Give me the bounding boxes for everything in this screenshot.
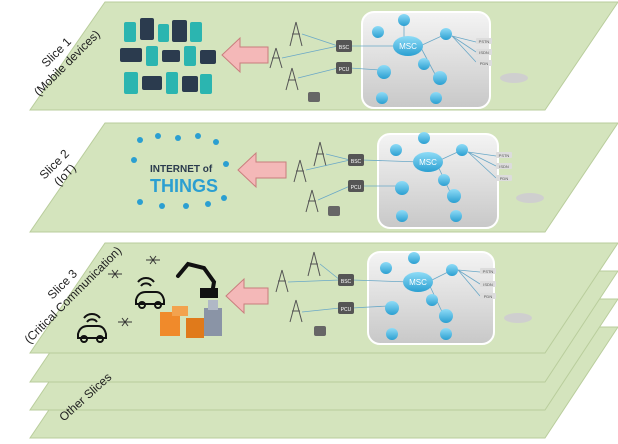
core-network-slice-2: BSC PCU MSC PSTN ISDN PDN xyxy=(293,132,544,229)
external-cloud xyxy=(516,193,544,203)
vlr-node xyxy=(372,26,384,38)
node-small xyxy=(430,92,442,104)
bsc-label: BSC xyxy=(351,159,362,165)
external-cloud xyxy=(500,73,528,83)
critical-communication-cluster xyxy=(77,255,222,343)
omc-node xyxy=(396,210,408,222)
omc-node xyxy=(386,328,398,340)
pcu-box xyxy=(338,302,354,314)
pdn-tag xyxy=(476,60,492,66)
sgsn-node xyxy=(385,301,399,315)
arrow-slice-1 xyxy=(221,36,269,74)
msc-label: MSC xyxy=(409,278,427,287)
hlr-node xyxy=(398,14,410,26)
mobile-devices-cluster xyxy=(120,18,216,94)
bsc-box xyxy=(336,40,352,52)
bsc-label: BSC xyxy=(341,279,352,285)
robot-arm-icon xyxy=(176,261,218,298)
pstn-label: PSTN xyxy=(499,153,510,158)
core-network-slice-3: BSC PCU MSC PSTN ISDN PDN xyxy=(275,251,532,345)
pdn-label: PDN xyxy=(500,176,509,181)
isdn-label: ISDN xyxy=(499,164,509,169)
pcu-label: PCU xyxy=(341,307,352,313)
iot-logo-line1: INTERNET of xyxy=(150,164,213,175)
isdn-tag xyxy=(496,163,512,169)
hlr-node xyxy=(408,252,420,264)
sgsn-node xyxy=(395,181,409,195)
msc-label: MSC xyxy=(399,42,417,51)
core-network-slice-1: BSC PCU MSC PSTN ISDN PDN xyxy=(269,11,528,109)
auc-node xyxy=(426,294,438,306)
bsc-label: BSC xyxy=(339,45,350,51)
pstn-tag xyxy=(480,268,496,274)
auc-node xyxy=(438,174,450,186)
bsc-box xyxy=(338,274,354,286)
ggsn-node xyxy=(439,309,453,323)
bts-box xyxy=(328,206,340,216)
arrow-slice-2 xyxy=(237,151,287,189)
ggsn-node xyxy=(447,189,461,203)
slice-2-plane xyxy=(29,122,618,233)
bts-box xyxy=(314,326,326,336)
pcu-label: PCU xyxy=(351,185,362,191)
omc-node xyxy=(376,92,388,104)
msc-node xyxy=(393,36,423,56)
pcu-box xyxy=(348,180,364,192)
isdn-label: ISDN xyxy=(483,282,493,287)
pstn-tag xyxy=(476,38,492,44)
sgsn-node xyxy=(377,65,391,79)
phone-icon xyxy=(120,18,216,94)
isdn-tag xyxy=(480,281,496,287)
isdn-tag xyxy=(476,49,492,55)
slice-1-plane xyxy=(29,1,618,111)
vlr-node xyxy=(380,262,392,274)
ggsn-node xyxy=(433,71,447,85)
tower-icon xyxy=(269,21,303,91)
pstn-label: PSTN xyxy=(483,269,494,274)
msc-label: MSC xyxy=(419,158,437,167)
isdn-label: ISDN xyxy=(479,50,489,55)
wifi-icon xyxy=(83,277,155,323)
iot-cluster: INTERNET of THINGS xyxy=(131,133,229,209)
pstn-label: PSTN xyxy=(479,39,490,44)
eir-node xyxy=(440,28,452,40)
pcu-label: PCU xyxy=(339,67,350,73)
auc-node xyxy=(418,58,430,70)
pcu-box xyxy=(336,62,352,74)
iot-logo-line2: THINGS xyxy=(150,176,218,196)
pdn-label: PDN xyxy=(480,61,489,66)
bsc-box xyxy=(348,154,364,166)
pdn-label: PDN xyxy=(484,294,493,299)
arrow-slice-3 xyxy=(225,277,269,315)
drone-icon xyxy=(108,255,160,327)
node-small xyxy=(440,328,452,340)
car-icon xyxy=(77,291,165,343)
bts-box xyxy=(308,92,320,102)
msc-node xyxy=(403,272,433,292)
external-cloud xyxy=(504,313,532,323)
tower-icon xyxy=(275,251,321,323)
eir-node xyxy=(456,144,468,156)
pstn-tag xyxy=(496,152,512,158)
node-small xyxy=(450,210,462,222)
industrial-robots-icon xyxy=(160,300,222,338)
pdn-tag xyxy=(480,293,496,299)
pdn-tag xyxy=(496,175,512,181)
tower-icon xyxy=(293,141,327,213)
msc-node xyxy=(413,152,443,172)
eir-node xyxy=(446,264,458,276)
vlr-node xyxy=(390,144,402,156)
hlr-node xyxy=(418,132,430,144)
